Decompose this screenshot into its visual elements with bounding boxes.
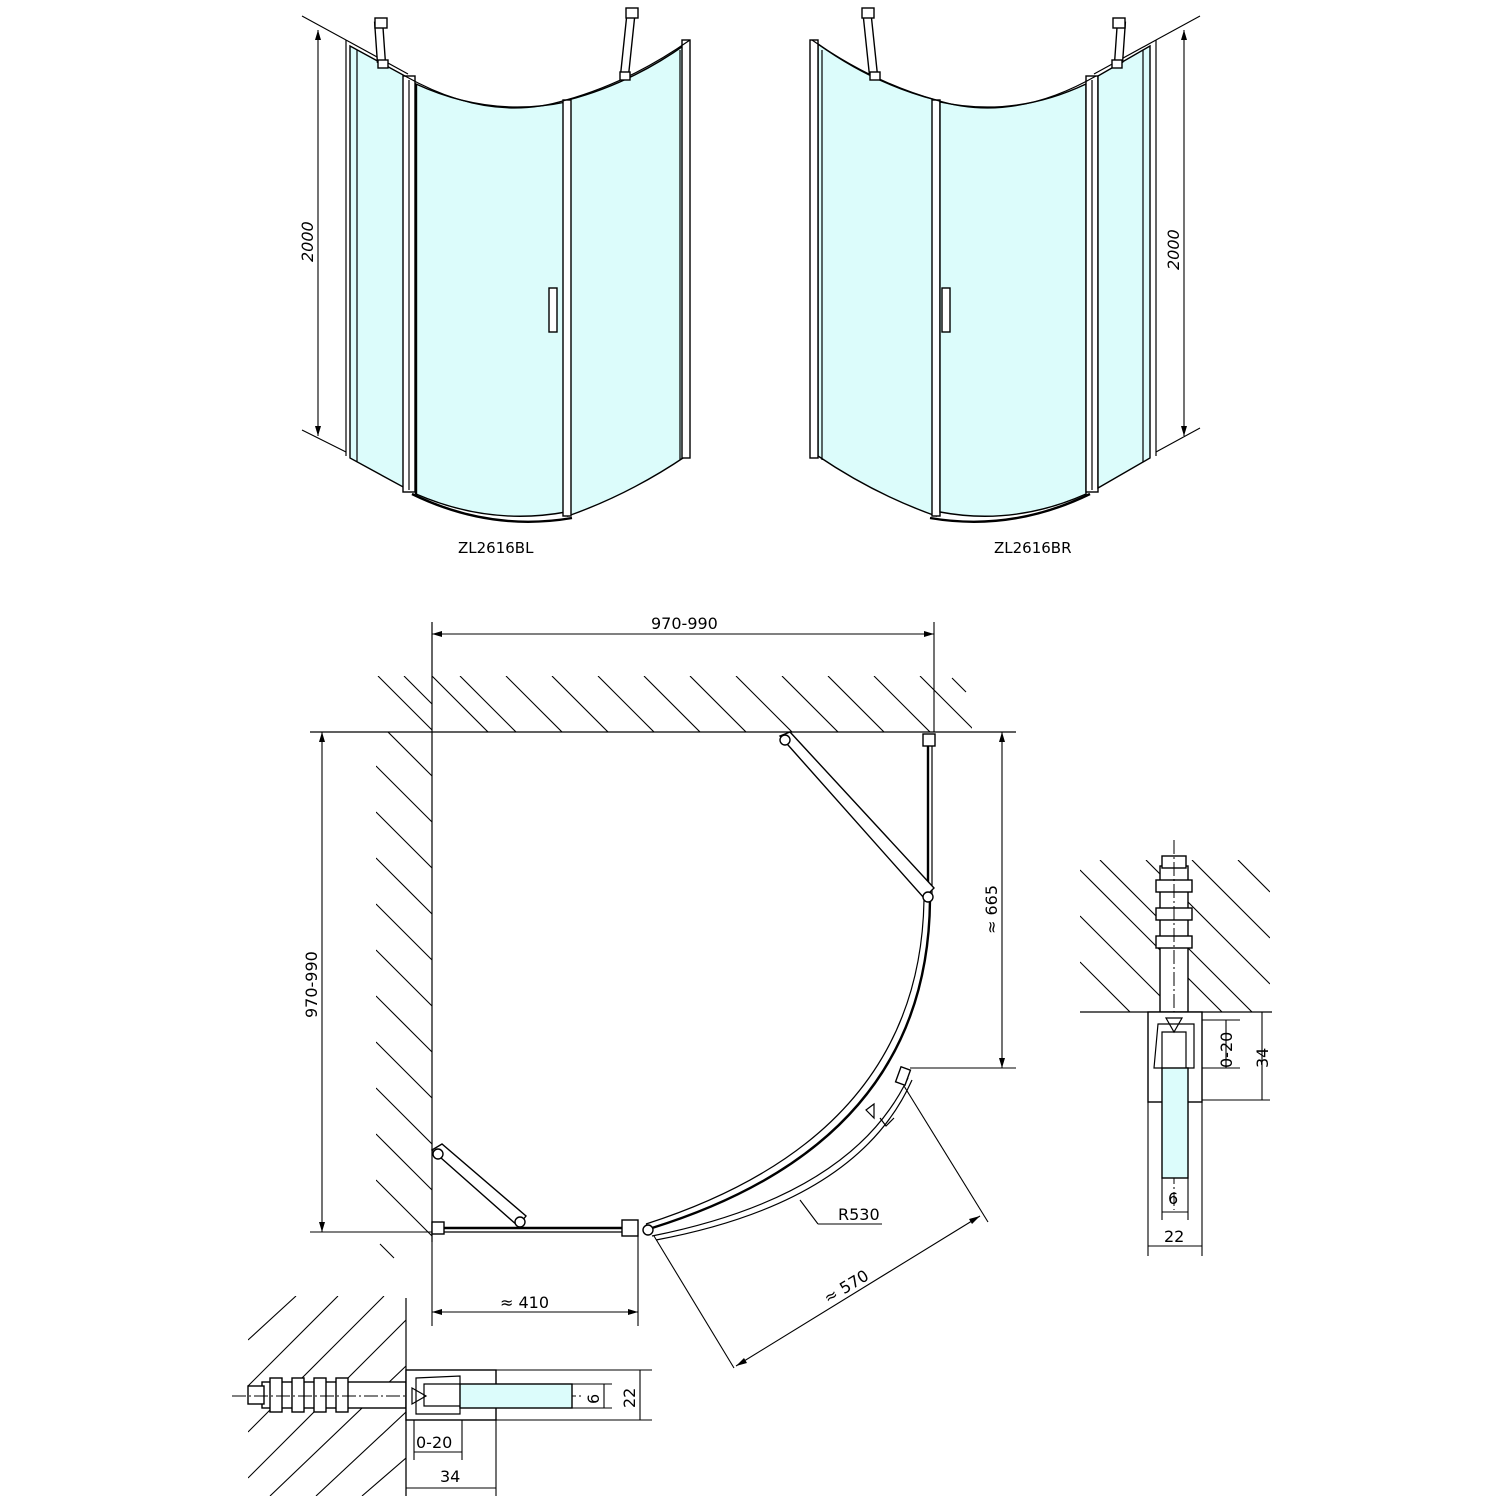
dim-fixed-panel: ≈ 665 <box>982 885 1001 934</box>
right-depth: 34 <box>1253 1048 1272 1068</box>
bottom-width: 22 <box>620 1388 639 1408</box>
model-label-right: ZL2616BR <box>994 539 1072 557</box>
bottom-adjust: 0-20 <box>416 1433 452 1452</box>
right-glass: 6 <box>1168 1189 1178 1208</box>
dim-width: 970-990 <box>651 614 718 633</box>
shower-view-right: ZL2616BR 2000 <box>809 7 1201 557</box>
profile-detail-bottom: 6 22 0-20 34 <box>232 1296 652 1496</box>
right-adjust: 0-20 <box>1217 1032 1236 1068</box>
support-arm-top <box>778 731 935 903</box>
bottom-glass: 6 <box>584 1394 603 1404</box>
dim-fixed-panel-front: ≈ 410 <box>500 1293 549 1312</box>
dim-radius: R530 <box>838 1205 880 1224</box>
wall-hatch-top <box>432 676 972 732</box>
model-label-left: ZL2616BL <box>458 539 534 557</box>
support-arm-left <box>430 1143 527 1228</box>
shower-view-left: ZL2616BL 2000 <box>298 7 691 557</box>
profile-detail-right: 0-20 34 6 22 <box>1080 840 1272 1256</box>
bottom-depth: 34 <box>440 1467 460 1486</box>
height-label-right: 2000 <box>1164 229 1183 270</box>
plan-view: 970-990 970-990 <box>302 614 1016 1369</box>
dim-door-width: ≈ 570 <box>820 1266 872 1308</box>
wall-hatch-left <box>376 732 432 1237</box>
dim-depth: 970-990 <box>302 951 321 1018</box>
height-label-left: 2000 <box>298 221 317 262</box>
right-width: 22 <box>1164 1227 1184 1246</box>
